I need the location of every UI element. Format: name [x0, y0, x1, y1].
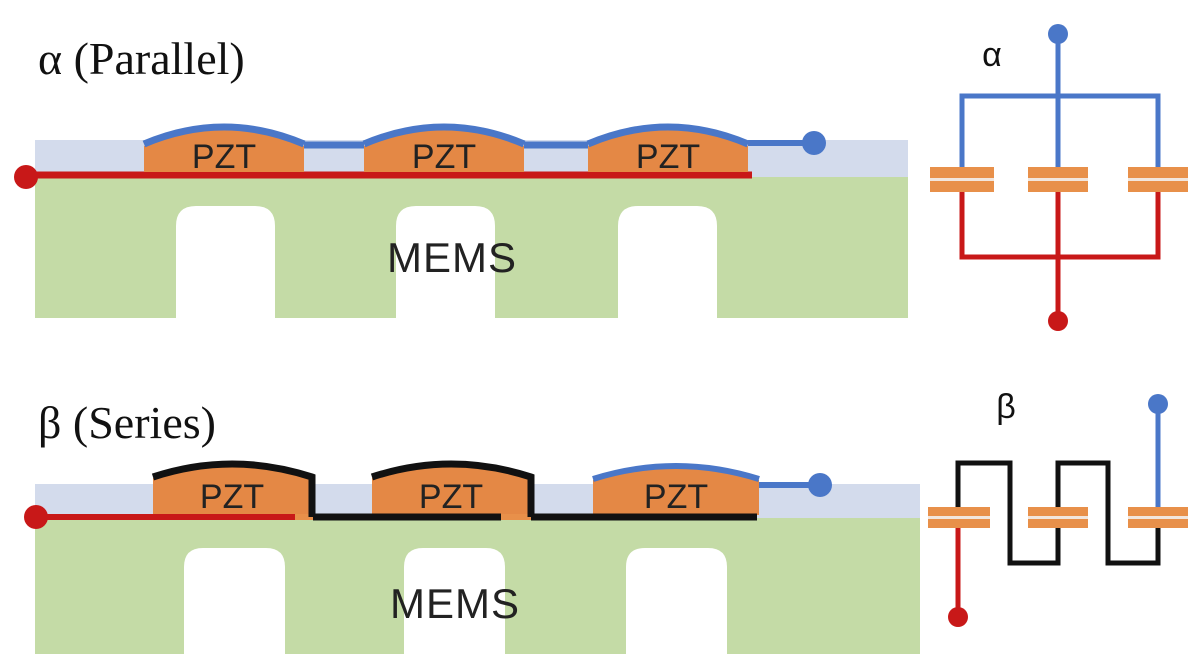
cavity — [396, 206, 495, 318]
alpha-symbol-label: α — [982, 36, 1002, 74]
series-link — [1055, 460, 1161, 566]
cavity — [184, 548, 285, 654]
positive-terminal — [1148, 394, 1168, 414]
cavity — [404, 548, 505, 654]
series-link — [955, 460, 1061, 566]
series-circuit-symbol: β — [928, 388, 1188, 627]
pzt-element — [593, 467, 759, 515]
capacitor-gap — [1128, 178, 1188, 181]
top-electrode — [142, 123, 306, 148]
pzt-element — [364, 129, 524, 172]
top-electrode-series-link — [151, 460, 316, 517]
bottom-terminal — [24, 505, 48, 529]
parallel-cross-section: PZT PZT PZT MEMS — [14, 123, 908, 318]
pzt-element — [144, 129, 304, 172]
top-electrode-series-link — [370, 460, 535, 517]
top-electrode — [592, 463, 760, 482]
bottom-terminal — [14, 165, 38, 189]
pzt-label: PZT — [200, 478, 264, 516]
top-terminal — [808, 473, 832, 497]
cavity — [176, 206, 275, 318]
capacitor-gap — [1028, 516, 1088, 519]
series-title: β (Series) — [38, 397, 216, 448]
capacitor-gap — [1028, 178, 1088, 181]
capacitor-gap — [928, 516, 990, 519]
parallel-title: α (Parallel) — [38, 33, 245, 84]
pzt-label: PZT — [192, 138, 256, 176]
capacitor-gap — [930, 178, 994, 181]
mems-label: MEMS — [387, 234, 517, 281]
pzt-label: PZT — [412, 138, 476, 176]
capacitor-gap — [1128, 516, 1188, 519]
top-electrode — [586, 123, 750, 148]
pzt-label: PZT — [419, 478, 483, 516]
pzt-label: PZT — [636, 138, 700, 176]
beta-symbol-label: β — [996, 388, 1016, 426]
top-electrode — [362, 123, 526, 148]
pzt-element — [372, 465, 531, 515]
series-cross-section: PZT PZT PZT MEMS — [24, 460, 920, 654]
negative-terminal — [948, 607, 968, 627]
cavity — [626, 548, 727, 654]
mems-label: MEMS — [390, 580, 520, 627]
top-terminal — [802, 131, 826, 155]
cavity — [618, 206, 717, 318]
pzt-element — [588, 129, 748, 172]
parallel-circuit-symbol: α — [930, 24, 1188, 331]
pzt-label: PZT — [644, 478, 708, 516]
negative-terminal — [1048, 311, 1068, 331]
pzt-element — [153, 465, 312, 515]
